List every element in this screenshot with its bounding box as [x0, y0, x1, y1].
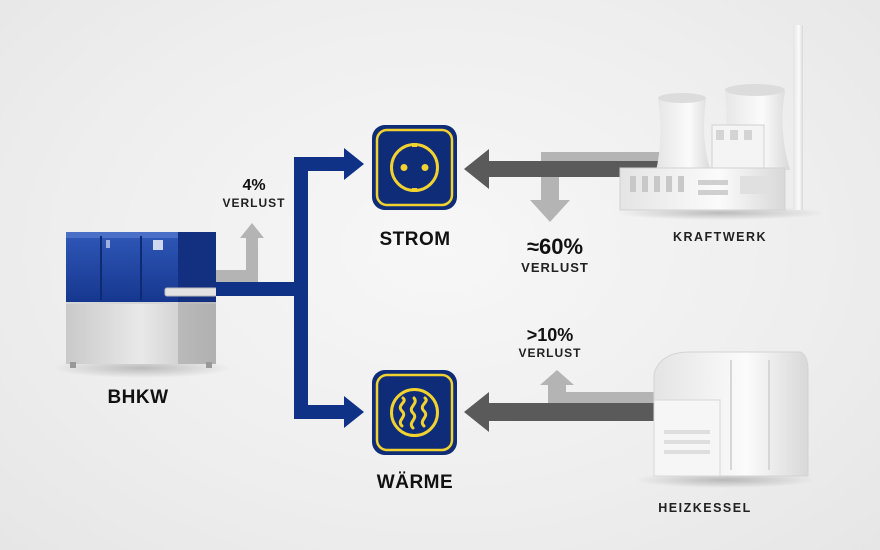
strom-icon-box: [372, 125, 457, 210]
kraftwerk-loss-label: ≈60% VERLUST: [500, 234, 610, 275]
bhkw-loss-arrow: [216, 223, 264, 282]
waerme-label: WÄRME: [376, 472, 454, 493]
bhkw-loss-value: 4%: [242, 177, 266, 194]
waerme-label-box: WÄRME: [365, 473, 465, 492]
heizkessel-label: HEIZKESSEL: [658, 501, 752, 515]
kraftwerk-label-box: KRAFTWERK: [650, 229, 790, 245]
heizkessel-waerme-arrow: [464, 392, 657, 432]
kraftwerk-loss-text: VERLUST: [521, 260, 589, 275]
kraftwerk-illustration: [615, 25, 825, 220]
strom-label-box: STROM: [365, 230, 465, 249]
heizkessel-label-box: HEIZKESSEL: [630, 500, 780, 516]
bhkw-unit-illustration: [52, 232, 232, 378]
bhkw-output-arrows: [216, 148, 364, 428]
heizkessel-loss-label: >10% VERLUST: [500, 326, 600, 359]
heizkessel-illustration: [635, 351, 815, 488]
power-socket-icon: [390, 143, 439, 192]
heizkessel-loss-text: VERLUST: [518, 346, 582, 360]
bhkw-label: BHKW: [107, 387, 169, 408]
kraftwerk-label: KRAFTWERK: [672, 230, 768, 244]
kraftwerk-strom-arrow: [464, 149, 662, 189]
bhkw-loss-label: 4% VERLUST: [214, 177, 294, 210]
heizkessel-loss-value: >10%: [526, 325, 574, 345]
bhkw-loss-text: VERLUST: [222, 196, 286, 210]
heat-waves-icon: [390, 388, 439, 437]
waerme-icon-box: [372, 370, 457, 455]
bhkw-label-box: BHKW: [88, 388, 188, 407]
strom-label: STROM: [379, 229, 451, 250]
kraftwerk-loss-value: ≈60%: [526, 234, 584, 259]
